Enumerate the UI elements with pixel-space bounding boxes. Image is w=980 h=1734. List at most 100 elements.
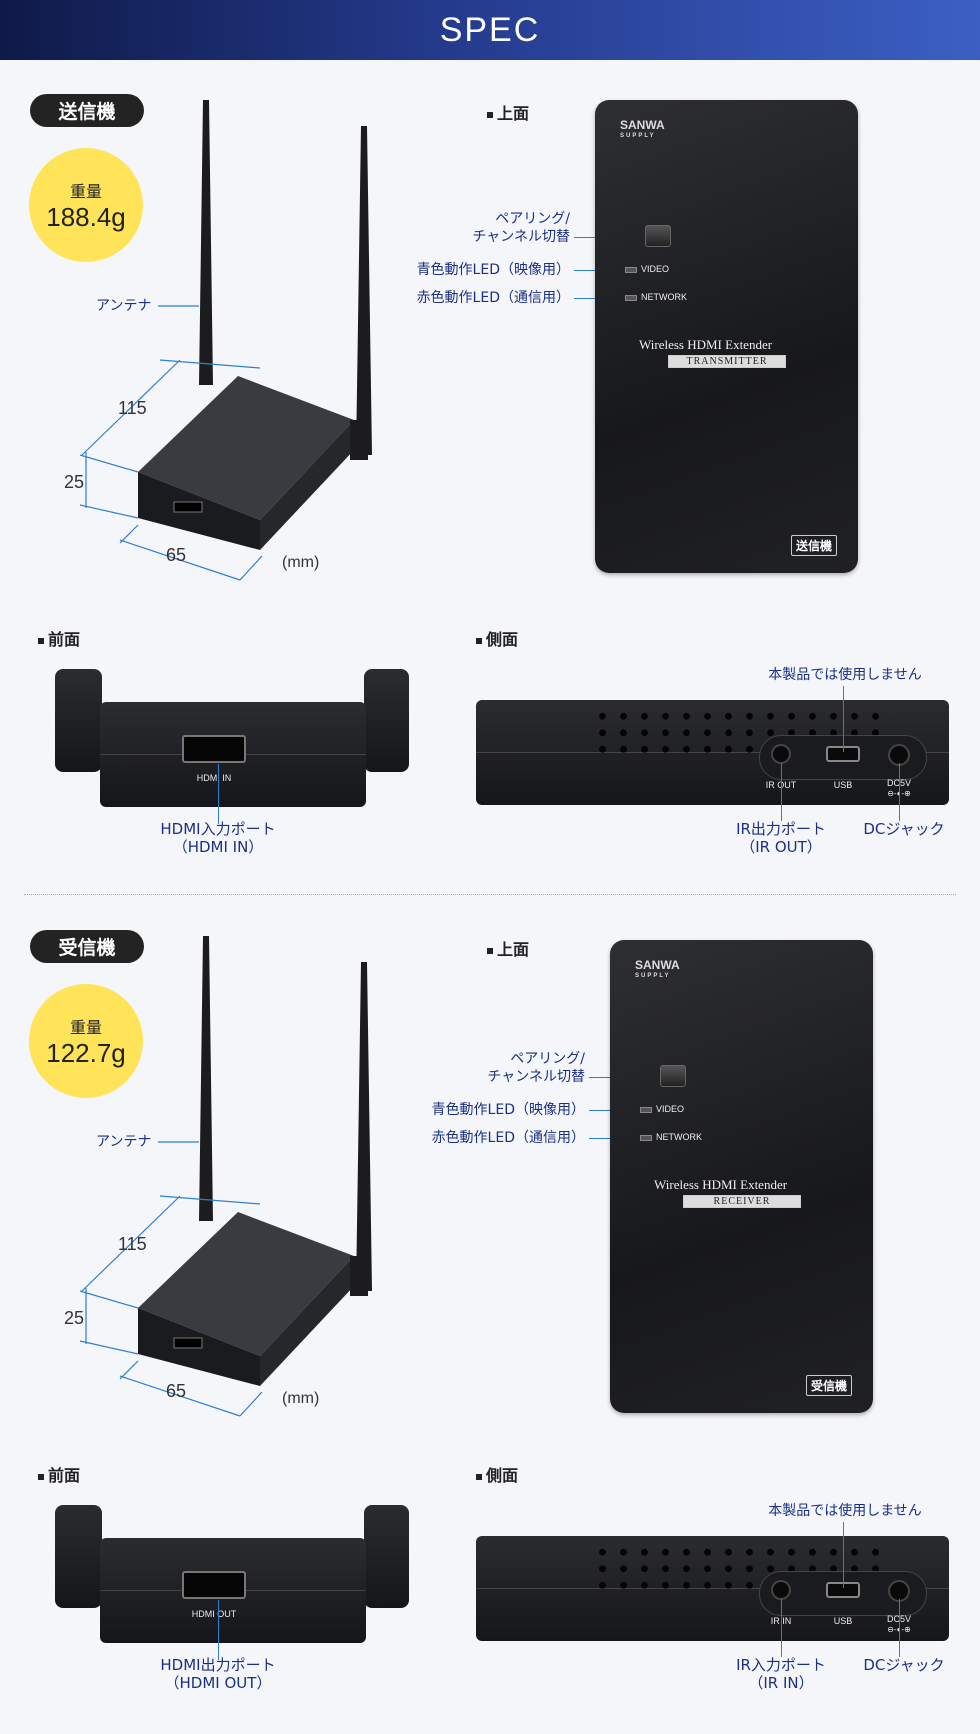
pairing-line1: ペアリング/	[510, 1051, 585, 1067]
hdmi-port	[173, 1337, 203, 1349]
dim-height: 25	[64, 472, 85, 492]
ir-jack	[771, 1580, 791, 1600]
device-side-view: IR OUT USB DC5V ⊖-◐-⊕	[476, 700, 949, 805]
pairing-callout: ペアリング/チャンネル切替	[485, 1050, 585, 1086]
port-print: HDMI IN	[196, 773, 232, 783]
antenna-label: アンテナ	[96, 298, 152, 314]
unit-pill: 受信機	[30, 930, 144, 963]
ir-callout: IR入力ポート（IR IN）	[736, 1656, 826, 1692]
view-label-side: 側面	[476, 1462, 518, 1486]
dimension-lines	[79, 305, 263, 581]
dim-unit: (mm)	[282, 1390, 320, 1407]
antenna-label: アンテナ	[96, 1134, 152, 1150]
view-label-front: 前面	[38, 1462, 80, 1486]
antenna-stub-left	[55, 669, 102, 772]
dc-print: DC5V	[879, 778, 919, 788]
header-title: SPEC	[439, 10, 541, 49]
dim-unit: (mm)	[282, 554, 320, 571]
ir-callout: IR出力ポート（IR OUT）	[736, 820, 826, 856]
receiver-section: 受信機 重量 122.7g アンテナ 115 25 65 (mm) 上面 ペアリ…	[0, 836, 980, 1692]
weight-label: 重量	[69, 181, 102, 201]
hdmi-port	[182, 735, 246, 763]
view-label-front: 前面	[38, 626, 80, 650]
product-print: Wireless HDMI Extender	[639, 337, 773, 352]
weight-badge: 重量 188.4g	[29, 148, 143, 262]
pairing-line2: チャンネル切替	[487, 1069, 585, 1085]
pairing-button[interactable]	[645, 225, 671, 247]
network-led	[640, 1135, 652, 1141]
top-view: ペアリング/チャンネル切替 青色動作LED（映像用） 赤色動作LED（通信用） …	[15, 840, 980, 1440]
unused-callout: 本製品では使用しません	[768, 1503, 922, 1519]
unit-badge-print: 受信機	[806, 1375, 853, 1396]
network-print: NETWORK	[641, 292, 687, 302]
unit-pill: 送信機	[30, 94, 144, 127]
antenna-right-base	[350, 420, 368, 460]
top-view: ペアリング/チャンネル切替 青色動作LED（映像用） 赤色動作LED（通信用） …	[0, 0, 980, 600]
device-3d-illustration	[79, 936, 372, 1417]
device-front-view: HDMI IN	[100, 702, 366, 807]
blue-led-callout: 青色動作LED（映像用）	[416, 262, 570, 278]
antenna-right	[356, 126, 372, 455]
dim-depth: 115	[118, 398, 147, 418]
device-front-view: HDMI OUT	[100, 1538, 366, 1643]
video-led	[640, 1107, 652, 1113]
device-top-face	[138, 376, 354, 520]
dc-callout: DCジャック	[863, 1656, 945, 1674]
device-3d-illustration	[79, 100, 372, 581]
device-side-face	[260, 420, 354, 550]
mode-print: RECEIVER	[683, 1195, 801, 1208]
antenna-stub-right	[364, 669, 409, 772]
unit-badge-print: 送信機	[791, 535, 838, 556]
blue-led-callout: 青色動作LED（映像用）	[431, 1102, 585, 1118]
view-label-top: 上面	[487, 100, 529, 124]
product-print: Wireless HDMI Extender	[654, 1177, 788, 1192]
antenna-left	[199, 100, 213, 385]
dc-callout: DCジャック	[863, 820, 945, 838]
front-port-callout: HDMI入力ポート（HDMI IN）	[160, 820, 276, 856]
pairing-button[interactable]	[660, 1065, 686, 1087]
device-side-view: IR IN USB DC5V ⊖-◐-⊕	[476, 1536, 949, 1641]
antenna-stub-right	[364, 1505, 409, 1608]
spec-header: SPEC	[0, 0, 980, 60]
unused-callout: 本製品では使用しません	[768, 667, 922, 683]
dimension-lines	[79, 1141, 263, 1417]
usb-print: USB	[833, 780, 853, 790]
device-side-face	[260, 1256, 354, 1386]
ir-print: IR IN	[770, 1616, 792, 1626]
dim-width: 65	[166, 545, 187, 565]
weight-label: 重量	[69, 1017, 102, 1037]
weight-value: 122.7g	[46, 1037, 126, 1068]
antenna-left	[199, 936, 213, 1221]
network-print: NETWORK	[656, 1132, 702, 1142]
weight-badge: 重量 122.7g	[29, 984, 143, 1098]
pairing-callout: ペアリング/チャンネル切替	[470, 210, 570, 246]
video-led	[625, 267, 637, 273]
video-print: VIDEO	[641, 264, 670, 274]
device-top-face	[138, 1212, 354, 1356]
red-led-callout: 赤色動作LED（通信用）	[416, 290, 570, 306]
antenna-right-base	[350, 1256, 368, 1296]
video-print: VIDEO	[656, 1104, 685, 1114]
transmitter-section: 送信機 重量 188.4g アンテナ 115 25 65 (mm) 上面 ペアリ…	[0, 0, 980, 856]
ir-jack	[771, 744, 791, 764]
dc-polarity: ⊖-◐-⊕	[874, 789, 924, 798]
hdmi-port	[182, 1571, 246, 1599]
network-led	[625, 295, 637, 301]
hdmi-port	[173, 501, 203, 513]
front-port-callout: HDMI出力ポート（HDMI OUT）	[160, 1656, 276, 1692]
red-led-callout: 赤色動作LED（通信用）	[431, 1130, 585, 1146]
usb-print: USB	[833, 1616, 853, 1626]
section-divider	[24, 894, 956, 895]
pairing-line2: チャンネル切替	[472, 229, 570, 245]
pairing-line1: ペアリング/	[495, 211, 570, 227]
view-label-top: 上面	[487, 936, 529, 960]
port-print: HDMI OUT	[191, 1609, 237, 1619]
dim-width: 65	[166, 1381, 187, 1401]
dim-depth: 115	[118, 1234, 147, 1254]
mode-print: TRANSMITTER	[668, 355, 786, 368]
dc-polarity: ⊖-◐-⊕	[874, 1625, 924, 1634]
